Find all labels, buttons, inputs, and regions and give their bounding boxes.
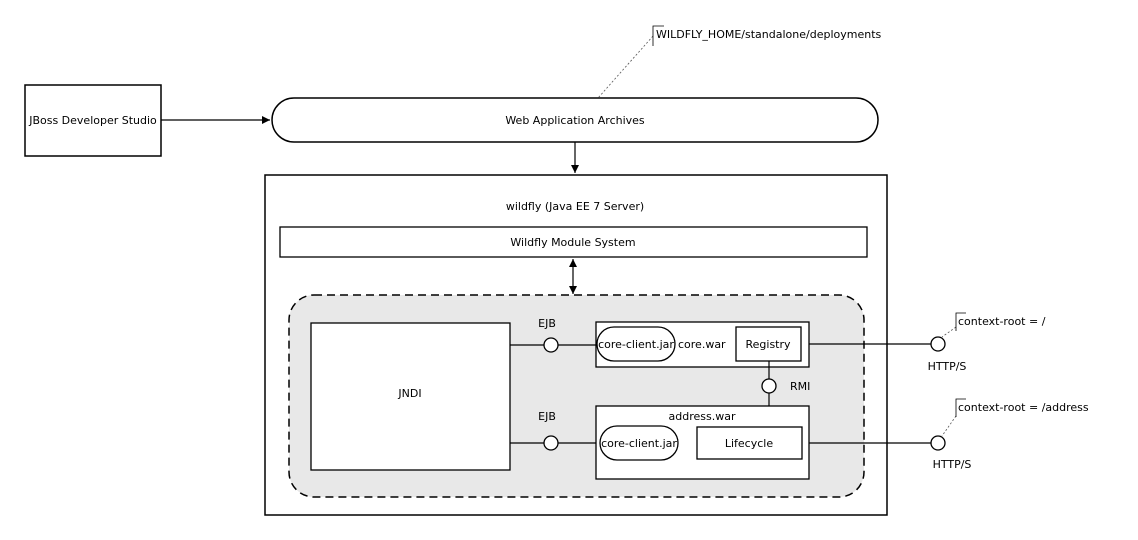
ejb-top-label: EJB (538, 317, 556, 330)
web-application-archives-label: Web Application Archives (505, 114, 645, 127)
https-top-label: HTTP/S (928, 360, 967, 373)
registry-label: Registry (745, 338, 791, 351)
module-system-label: Wildfly Module System (510, 236, 635, 249)
lifecycle-label: Lifecycle (725, 437, 773, 450)
ctx-root-top-label: context-root = / (958, 315, 1046, 328)
https-bottom-label: HTTP/S (933, 458, 972, 471)
deploy-note-connector (597, 35, 654, 99)
https-top-interface (930, 336, 946, 352)
ejb-bottom-interface (543, 435, 559, 451)
ejb-top-interface (543, 337, 559, 353)
rmi-interface (761, 378, 777, 394)
ctx-root-bottom-bracket (955, 398, 966, 417)
ctx-root-top-bracket (955, 312, 966, 331)
core-client-jar-top (596, 326, 676, 362)
wildfly-server-label: wildfly (Java EE 7 Server) (506, 200, 644, 213)
jboss-developer-studio-label: JBoss Developer Studio (28, 114, 157, 127)
ctx-root-bottom-label: context-root = /address (958, 401, 1089, 414)
https-bottom-interface (930, 435, 946, 451)
jndi-label: JNDI (397, 387, 421, 400)
module-system-box (279, 226, 868, 258)
rmi-label: RMI (790, 380, 810, 393)
lifecycle-box (696, 426, 803, 460)
core-client-jar-top-label: core-client.jar (598, 338, 674, 351)
address-war-label: address.war (669, 410, 736, 423)
deploy-note-bracket (652, 25, 664, 46)
ejb-bottom-label: EJB (538, 410, 556, 423)
jndi-box (310, 322, 511, 471)
jboss-developer-studio-box (24, 84, 162, 157)
ctx-root-top-connector (941, 326, 957, 338)
core-war-label: core.war (678, 338, 726, 351)
core-client-jar-bottom (599, 425, 679, 461)
ctx-root-bottom-connector (941, 415, 957, 437)
core-client-jar-bottom-label: core-client.jar (601, 437, 677, 450)
deploy-note-label: WILDFLY_HOME/standalone/deployments (656, 28, 882, 41)
